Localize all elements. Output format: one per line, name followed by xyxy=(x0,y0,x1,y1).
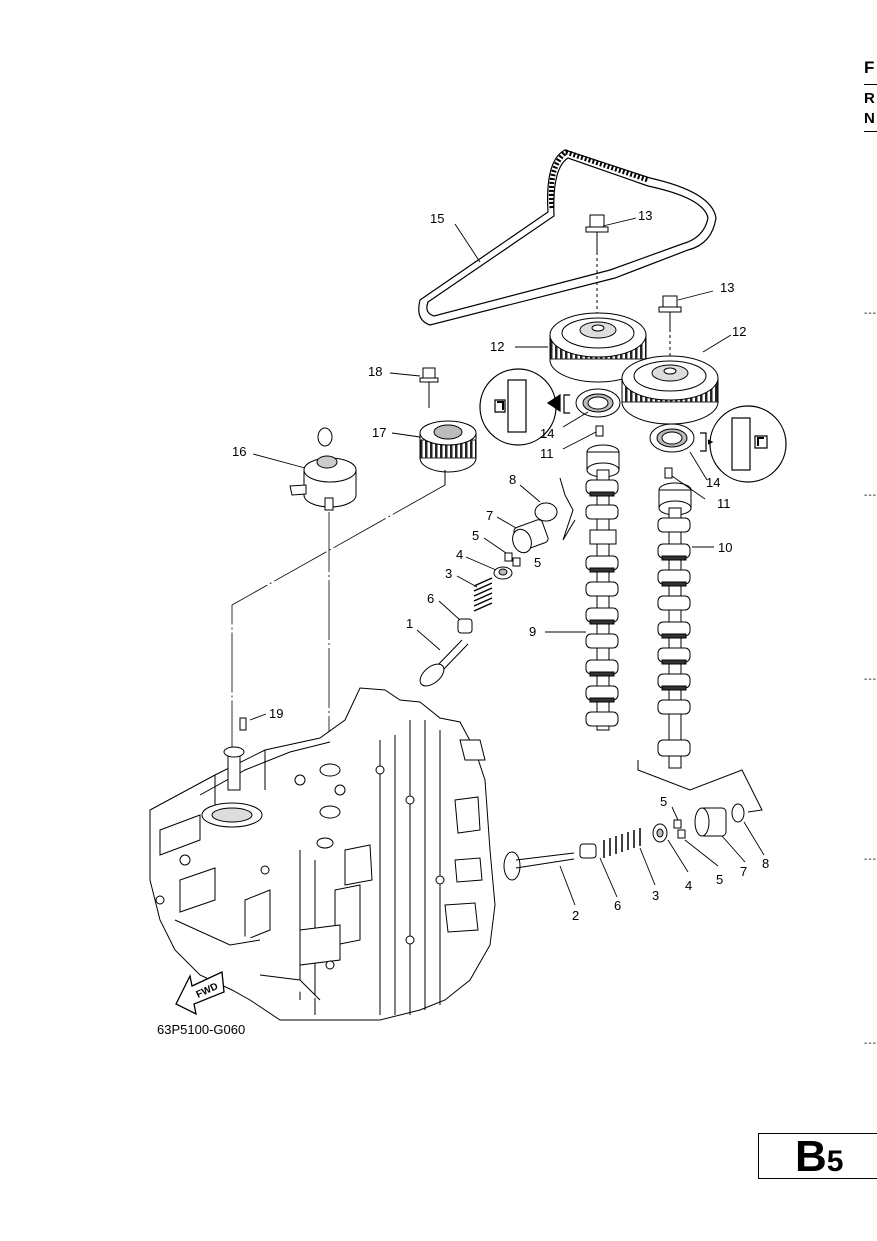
edge-letter-r: R xyxy=(864,90,875,107)
callout-5-intake-b: 5 xyxy=(534,555,541,570)
valve-seal-6-intake xyxy=(457,618,473,634)
edge-letter-f: F xyxy=(864,58,875,77)
valve-cotter-5-exhaust xyxy=(673,819,686,839)
edge-dash: --- xyxy=(864,308,877,319)
dowel-pin-19 xyxy=(239,717,247,731)
callout-11-right: 11 xyxy=(717,496,731,511)
callout-5-intake-a: 5 xyxy=(472,528,479,543)
bolt-13-right xyxy=(658,295,682,370)
callout-5-exhaust-a: 5 xyxy=(660,794,667,809)
tensioner-16 xyxy=(289,427,357,511)
valve-lifter-7-exhaust xyxy=(694,807,727,837)
camshaft-10 xyxy=(657,467,692,769)
callout-6-intake: 6 xyxy=(427,591,434,606)
callout-7-intake: 7 xyxy=(486,508,493,523)
callout-6-exhaust: 6 xyxy=(614,898,621,913)
page-badge-letter: B xyxy=(795,1132,827,1181)
valve-spring-3-exhaust xyxy=(603,828,641,858)
callout-9: 9 xyxy=(529,624,536,639)
callout-leaders xyxy=(249,217,765,906)
valve-lifter-7-intake xyxy=(512,519,549,554)
valve-pad-8-intake xyxy=(534,477,576,541)
camshaft-9 xyxy=(585,425,620,731)
callout-12-left: 12 xyxy=(490,339,504,354)
valve-pad-8-exhaust xyxy=(731,803,745,823)
edge-rule xyxy=(864,131,877,132)
page-badge-text: B5 xyxy=(795,1132,843,1182)
exhaust-leader xyxy=(637,760,763,813)
exhaust-valve-2 xyxy=(503,851,575,881)
callout-16: 16 xyxy=(232,444,246,459)
page-badge: B5 xyxy=(758,1132,877,1182)
cylinder-head xyxy=(149,687,496,1021)
page-badge-number: 5 xyxy=(826,1145,844,1178)
edge-dash: --- xyxy=(864,1038,877,1049)
callout-3-intake: 3 xyxy=(445,566,452,581)
assembly-guide-lines xyxy=(231,484,446,770)
callout-7-exhaust: 7 xyxy=(740,864,747,879)
callout-4-exhaust: 4 xyxy=(685,878,692,893)
seal-orientation-inset-left xyxy=(479,368,570,446)
callout-14-left: 14 xyxy=(540,426,554,441)
oil-seal-14-left xyxy=(575,388,621,418)
callout-3-exhaust: 3 xyxy=(652,888,659,903)
cam-sprocket-12-right xyxy=(621,355,719,425)
edge-dash: --- xyxy=(864,674,877,685)
spring-retainer-4-intake xyxy=(493,566,513,580)
callout-10: 10 xyxy=(718,540,732,555)
callout-13-right: 13 xyxy=(720,280,734,295)
edge-letter-n: N xyxy=(864,110,875,127)
timing-belt xyxy=(418,149,717,326)
callout-15: 15 xyxy=(430,211,444,226)
edge-rule xyxy=(864,84,877,85)
callout-labels: 15 13 13 12 12 18 17 16 14 11 14 11 10 8… xyxy=(232,208,769,923)
oil-seal-14-right xyxy=(649,423,695,453)
valve-cotter-5-intake xyxy=(504,552,521,567)
diagram-code: 63P5100-G060 xyxy=(157,1022,246,1037)
callout-12-right: 12 xyxy=(732,324,746,339)
callout-13-top: 13 xyxy=(638,208,652,223)
callout-17: 17 xyxy=(372,425,386,440)
forward-arrow-icon xyxy=(175,971,225,1016)
seal-orientation-inset-right xyxy=(700,405,787,483)
bolt-18 xyxy=(419,367,439,408)
idler-pulley-17 xyxy=(419,420,477,485)
callout-5-exhaust-b: 5 xyxy=(716,872,723,887)
valve-seal-6-exhaust xyxy=(579,843,597,859)
callout-1: 1 xyxy=(406,616,413,631)
callout-2: 2 xyxy=(572,908,579,923)
edge-dash: --- xyxy=(864,490,877,501)
callout-4-intake: 4 xyxy=(456,547,463,562)
spring-retainer-4-exhaust xyxy=(652,823,668,843)
callout-8-exhaust: 8 xyxy=(762,856,769,871)
callout-14-right: 14 xyxy=(706,475,720,490)
intake-valve-1 xyxy=(419,639,469,687)
valve-spring-3-intake xyxy=(473,577,493,612)
callout-18: 18 xyxy=(368,364,382,379)
edge-dash: --- xyxy=(864,854,877,865)
callout-19: 19 xyxy=(269,706,283,721)
callout-8-intake: 8 xyxy=(509,472,516,487)
callout-11-left: 11 xyxy=(540,446,554,461)
